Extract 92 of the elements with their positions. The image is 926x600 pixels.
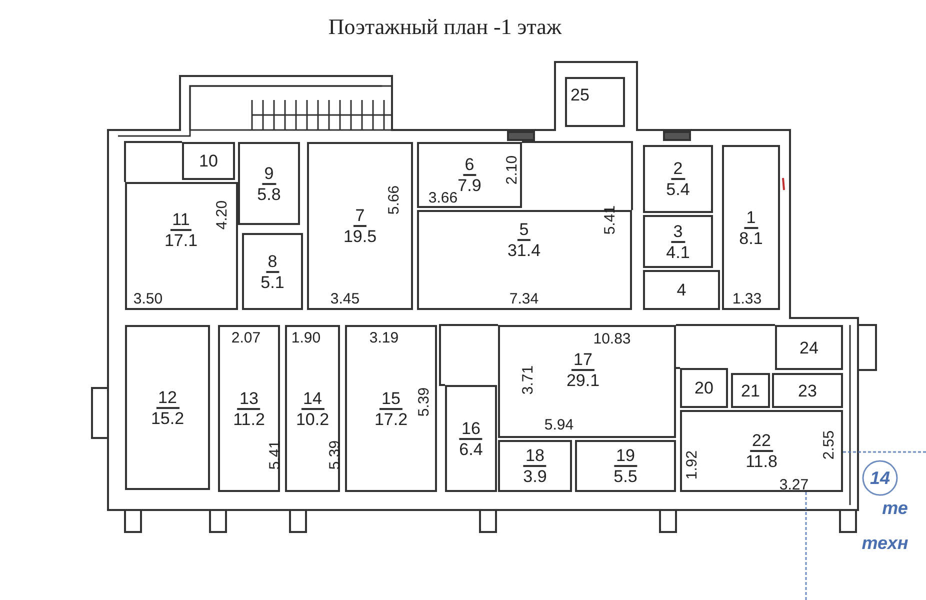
room-number: 4 [676, 280, 686, 300]
dimension-label: 4.20 [214, 200, 230, 230]
plan-title: Поэтажный план -1 этаж [327, 13, 563, 41]
room-number: 5 [517, 220, 531, 241]
room-number: 25 [570, 86, 590, 104]
room [772, 373, 843, 408]
room [125, 182, 238, 310]
dimension-label: 3.66 [428, 190, 458, 206]
room-area: 10.2 [296, 410, 330, 428]
room [417, 142, 522, 208]
dimension-label: 5.41 [268, 440, 282, 470]
room-number: 2 [671, 159, 685, 180]
room [643, 145, 713, 213]
room-area: 6.4 [459, 440, 483, 458]
dimension-label: 1.33 [732, 292, 762, 306]
room-number: 22 [750, 431, 773, 452]
dimension-label: 5.66 [386, 185, 402, 215]
room [182, 142, 235, 180]
room-area: 15.2 [150, 408, 184, 428]
room [643, 215, 713, 268]
room [498, 440, 572, 492]
room-number: 1 [744, 208, 758, 228]
dimension-label: 5.39 [328, 440, 342, 470]
dimension-label: 2.07 [231, 330, 261, 346]
dimension-label: 3.45 [330, 292, 360, 306]
room-number: 11 [170, 210, 192, 231]
room-area: 17.2 [374, 410, 408, 428]
room-number: 23 [798, 381, 817, 400]
room-area: 8.1 [739, 228, 763, 248]
room-area: 5.5 [614, 467, 638, 486]
room [498, 325, 676, 438]
stamp-text: 14 [870, 469, 890, 487]
room-area: 7.9 [458, 176, 482, 195]
dimension-label: 3.50 [133, 292, 163, 306]
room [680, 410, 843, 492]
dimension-label: 5.39 [416, 387, 432, 417]
room-area: 31.4 [507, 241, 541, 260]
dimension-label: 1.90 [291, 330, 321, 346]
room [731, 373, 770, 408]
room-area: 19.5 [343, 227, 377, 246]
room [125, 325, 210, 490]
room [722, 145, 780, 310]
room-area: 4.1 [666, 242, 690, 262]
dimension-label: 10.83 [593, 332, 631, 346]
room-number: 15 [380, 388, 402, 410]
room-number: 14 [301, 388, 324, 410]
room-number: 20 [694, 378, 714, 398]
room [445, 385, 497, 492]
dimension-label: 3.71 [520, 365, 536, 395]
room-number: 10 [199, 152, 218, 170]
room [345, 325, 437, 492]
dimension-label: 3.19 [369, 330, 399, 346]
dimension-label: 7.34 [509, 292, 539, 306]
room [242, 233, 303, 310]
dimension-label: 2.10 [504, 155, 520, 185]
room-number: 19 [614, 446, 637, 467]
room-area: 29.1 [566, 371, 600, 390]
room-area: 11.8 [746, 452, 778, 471]
room-area: 3.9 [523, 467, 547, 486]
room-area: 17.1 [164, 231, 198, 250]
dimension-label: 2.55 [822, 430, 836, 460]
room-number: 13 [238, 388, 260, 410]
stamp-text: те [882, 499, 908, 517]
room [285, 325, 340, 492]
room-number: 9 [262, 164, 276, 184]
room-number: 7 [353, 206, 367, 227]
stamp-text: техн [862, 534, 908, 552]
dimension-label: 3.27 [779, 478, 809, 492]
room-number: 12 [156, 388, 179, 408]
room-area: 5.8 [257, 184, 281, 204]
room-number: 8 [266, 252, 280, 272]
room [680, 368, 728, 408]
room [565, 77, 625, 127]
room [307, 142, 413, 310]
room-number: 18 [524, 446, 546, 467]
dimension-label: 5.41 [602, 205, 618, 235]
room-number: 17 [572, 350, 594, 371]
room-number: 24 [800, 338, 818, 357]
room [238, 142, 300, 225]
room-number: 3 [671, 222, 685, 242]
room-area: 5.1 [260, 272, 284, 292]
room [218, 325, 280, 492]
room-number: 16 [460, 418, 482, 440]
room-area: 11.2 [233, 410, 265, 428]
room [643, 270, 720, 310]
room-number: 6 [462, 155, 476, 176]
room [775, 325, 843, 370]
dimension-label: 5.94 [544, 418, 574, 432]
room-area: 5.4 [666, 180, 690, 199]
dimension-label: 1.92 [684, 450, 700, 480]
room-number: 21 [741, 381, 760, 400]
room [575, 440, 676, 492]
